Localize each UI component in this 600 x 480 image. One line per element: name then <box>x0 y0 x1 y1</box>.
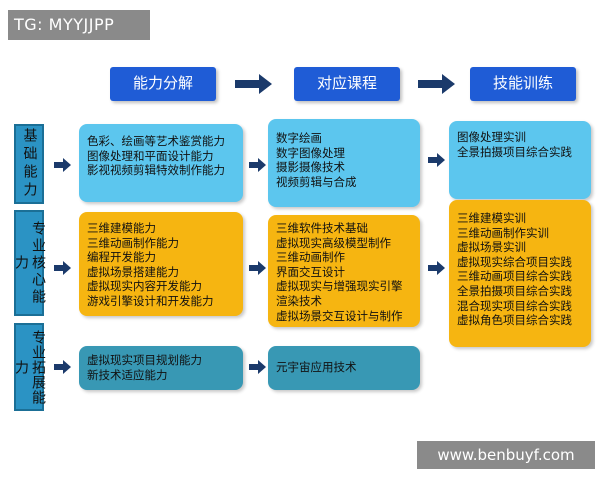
ability-core-item: 虚拟场景搭建能力 <box>87 264 179 279</box>
course-core-item: 虚拟场景交互设计与制作 <box>276 308 403 323</box>
arrow-core-2 <box>249 260 267 279</box>
training-core-item: 虚拟现实综合项目实践 <box>457 254 572 269</box>
arrow-right-icon <box>249 261 266 275</box>
category-core-label: 专业核心能力 <box>13 220 46 306</box>
arrow-right-icon <box>428 153 445 167</box>
ability-basic-item: 影视视频剪辑特效制作能力 <box>87 163 225 178</box>
training-basic-item: 图像处理实训 <box>457 130 526 144</box>
arrow-right-icon <box>249 158 266 172</box>
abilities-basic-box: 色彩、绘画等艺术鉴赏能力 图像处理和平面设计能力 影视视频剪辑特效制作能力 <box>79 124 243 202</box>
arrow-right-icon <box>428 261 445 275</box>
category-core: 专业核心能力 <box>13 210 46 316</box>
course-core-item: 界面交互设计 <box>276 264 345 279</box>
training-core-item: 全景拍摄项目综合实践 <box>457 283 572 298</box>
course-basic-item: 数字绘画 <box>276 131 322 145</box>
training-core-item: 三维动画制作实训 <box>457 225 549 240</box>
ability-core-item: 虚拟现实内容开发能力 <box>87 279 202 294</box>
category-extended-label: 专业拓展能力 <box>13 329 46 405</box>
arrow-basic-2 <box>249 157 267 176</box>
arrow-ext-1 <box>54 359 72 378</box>
abilities-extended-box: 虚拟现实项目规划能力 新技术适应能力 <box>79 346 243 390</box>
abilities-core-box: 三维建模能力 三维动画制作能力 编程开发能力 虚拟场景搭建能力 虚拟现实内容开发… <box>79 212 243 316</box>
arrow-right-icon <box>418 74 455 94</box>
category-basic: 基础能力 <box>14 124 44 204</box>
course-basic-item: 摄影摄像技术 <box>276 160 345 175</box>
header-ability-breakdown: 能力分解 <box>110 67 216 101</box>
ability-core-item: 三维动画制作能力 <box>87 235 179 250</box>
training-core-item: 混合现实项目综合实践 <box>457 298 572 313</box>
category-extended: 专业拓展能力 <box>13 323 46 411</box>
watermark-bottom: www.benbuyf.com <box>417 441 595 469</box>
arrow-basic-1 <box>54 157 72 176</box>
courses-core-box: 三维软件技术基础 虚拟现实高级模型制作 三维动画制作 界面交互设计 虚拟现实与增… <box>268 215 420 327</box>
ability-core-item: 游戏引擎设计和开发能力 <box>87 293 214 308</box>
arrow-right-icon <box>54 158 71 172</box>
training-basic-box: 图像处理实训 全景拍摄项目综合实践 <box>449 121 591 199</box>
header-skill-training: 技能训练 <box>470 67 576 101</box>
course-extended-item: 元宇宙应用技术 <box>276 360 357 374</box>
arrow-ext-2 <box>249 359 267 378</box>
course-basic-item: 视频剪辑与合成 <box>276 174 357 189</box>
header-courses: 对应课程 <box>294 67 400 101</box>
ability-basic-item: 色彩、绘画等艺术鉴赏能力 <box>87 134 225 148</box>
arrow-core-1 <box>54 260 72 279</box>
arrow-basic-3 <box>428 152 446 171</box>
course-core-item: 虚拟现实与增强现实引擎 <box>276 279 403 294</box>
ability-extended-item: 新技术适应能力 <box>87 367 168 382</box>
training-core-item: 三维动画项目综合实践 <box>457 269 572 284</box>
arrow-core-3 <box>428 260 446 279</box>
ability-basic-item: 图像处理和平面设计能力 <box>87 148 214 163</box>
ability-core-item: 三维建模能力 <box>87 221 156 235</box>
ability-extended-item: 虚拟现实项目规划能力 <box>87 353 202 367</box>
course-core-item: 渲染技术 <box>276 293 322 308</box>
courses-basic-box: 数字绘画 数字图像处理 摄影摄像技术 视频剪辑与合成 <box>268 119 420 207</box>
training-core-item: 虚拟角色项目综合实践 <box>457 313 572 328</box>
course-basic-item: 数字图像处理 <box>276 145 345 160</box>
header-arrow-1 <box>235 73 273 99</box>
training-basic-item: 全景拍摄项目综合实践 <box>457 144 572 159</box>
course-core-item: 三维动画制作 <box>276 250 345 265</box>
courses-extended-box: 元宇宙应用技术 <box>268 346 420 390</box>
watermark-top: TG: MYYJJPP <box>8 10 150 40</box>
header-arrow-2 <box>418 73 456 99</box>
ability-core-item: 编程开发能力 <box>87 250 156 265</box>
category-basic-label: 基础能力 <box>21 128 38 200</box>
training-core-item: 虚拟场景实训 <box>457 240 526 255</box>
training-core-item: 三维建模实训 <box>457 211 526 225</box>
training-core-box: 三维建模实训 三维动画制作实训 虚拟场景实训 虚拟现实综合项目实践 三维动画项目… <box>449 200 591 347</box>
arrow-right-icon <box>235 74 272 94</box>
arrow-right-icon <box>249 360 266 374</box>
course-core-item: 三维软件技术基础 <box>276 221 368 235</box>
course-core-item: 虚拟现实高级模型制作 <box>276 235 391 250</box>
arrow-right-icon <box>54 360 71 374</box>
arrow-right-icon <box>54 261 71 275</box>
